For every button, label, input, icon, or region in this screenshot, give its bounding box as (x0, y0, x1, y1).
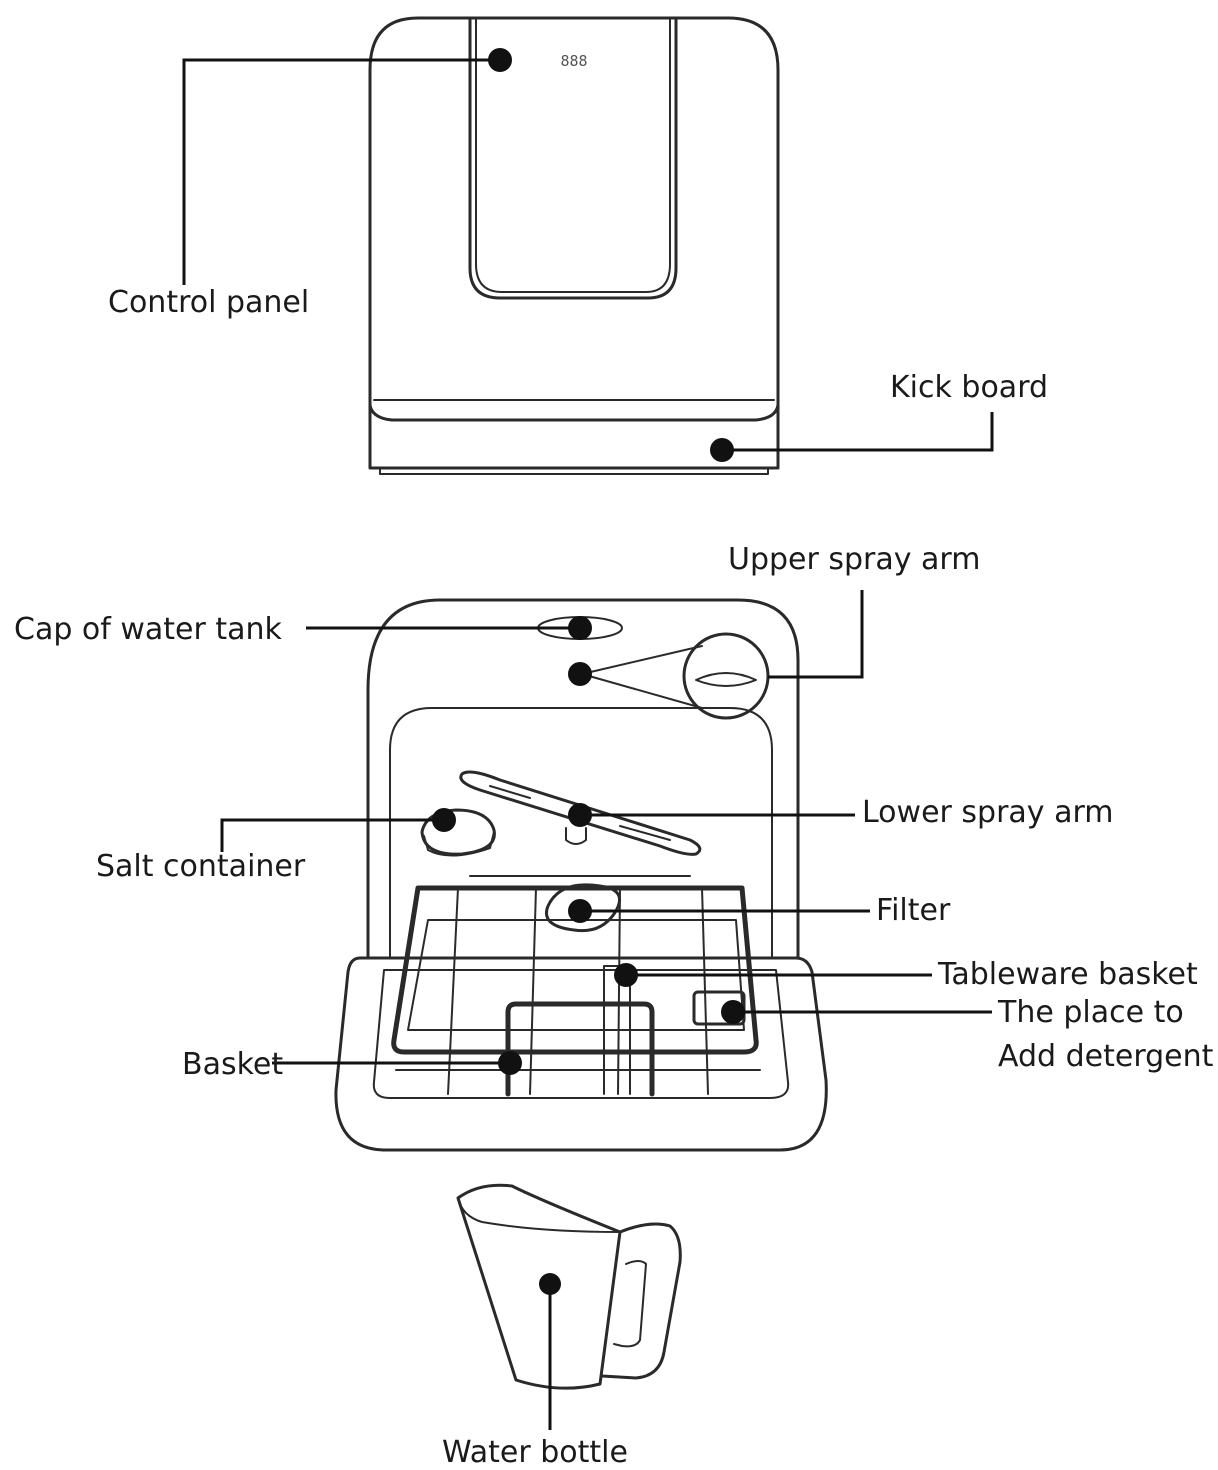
control-panel-recess (468, 16, 678, 300)
marker-basket (498, 1051, 522, 1075)
callout-control-panel: Control panel (108, 48, 512, 320)
marker-control-panel (488, 48, 512, 72)
marker-kick-board (710, 438, 734, 462)
label-salt-container: Salt container (96, 849, 306, 884)
label-cap-of-water-tank: Cap of water tank (14, 612, 283, 647)
basket-rack-wires (395, 875, 761, 1095)
marker-upper-spray-arm (568, 662, 592, 686)
open-door (334, 956, 828, 1152)
leader-control-panel (182, 58, 500, 285)
water-bottle-spout (457, 1197, 621, 1233)
leader-salt-container (220, 818, 444, 852)
callout-kick-board: Kick board (710, 370, 1048, 462)
lower-spray-arm (459, 770, 702, 856)
label-kick-board: Kick board (890, 370, 1048, 405)
dishwasher-open-view (334, 598, 828, 1152)
water-bottle-body (456, 1183, 622, 1390)
upper-spray-arm-zoom-detail (695, 672, 757, 687)
marker-water-bottle (539, 1273, 561, 1295)
marker-cap-of-water-tank (568, 616, 592, 640)
open-door-inner (372, 969, 790, 1099)
dishwasher-body (368, 16, 780, 470)
callout-upper-spray-arm: Upper spray arm (568, 542, 980, 686)
kick-board-band (368, 403, 780, 422)
marker-tableware-basket (614, 963, 638, 987)
callout-filter: Filter (568, 893, 951, 928)
dishwasher-front-view: 888 (368, 16, 780, 475)
kick-board-bottom (379, 467, 769, 475)
leader-upper-spray-arm (768, 590, 864, 679)
callout-detergent: The place to Add detergent (721, 995, 1214, 1074)
label-detergent-line1: The place to (997, 995, 1184, 1030)
filter-body (545, 883, 622, 933)
lower-spray-arm-hub (565, 827, 587, 845)
callout-lower-spray-arm: Lower spray arm (568, 795, 1114, 830)
label-lower-spray-arm: Lower spray arm (862, 795, 1114, 830)
marker-salt-container (432, 808, 456, 832)
leader-kick-board (722, 412, 994, 452)
marker-lower-spray-arm (568, 803, 592, 827)
basket-rack-inner (407, 919, 745, 1031)
label-tableware-basket: Tableware basket (937, 957, 1198, 992)
water-bottle-handle (600, 1222, 682, 1380)
label-detergent-line2: Add detergent (998, 1039, 1214, 1074)
label-upper-spray-arm: Upper spray arm (728, 542, 980, 577)
marker-filter (568, 899, 592, 923)
marker-detergent (721, 1000, 745, 1024)
open-cabinet-outer (366, 598, 800, 960)
lower-spray-arm-holes (489, 785, 671, 841)
salt-container-base (423, 831, 495, 857)
label-filter: Filter (876, 893, 951, 928)
open-cabinet-inner-tub (389, 707, 773, 959)
callout-tableware-basket: Tableware basket (614, 957, 1198, 992)
basket-rack-top (391, 885, 759, 1055)
label-water-bottle: Water bottle (442, 1435, 628, 1470)
callout-cap-of-water-tank: Cap of water tank (14, 612, 592, 647)
callout-basket: Basket (182, 1047, 522, 1082)
control-panel-recess-inner (475, 17, 671, 293)
cutlery-basket (505, 1001, 655, 1097)
callout-water-bottle: Water bottle (442, 1273, 628, 1470)
control-panel-display: 888 (560, 52, 587, 70)
label-control-panel: Control panel (108, 285, 309, 320)
water-bottle-handle-inner (613, 1260, 647, 1348)
water-bottle-drawing (456, 1183, 682, 1390)
callout-salt-container: Salt container (96, 808, 456, 884)
label-basket: Basket (182, 1047, 283, 1082)
